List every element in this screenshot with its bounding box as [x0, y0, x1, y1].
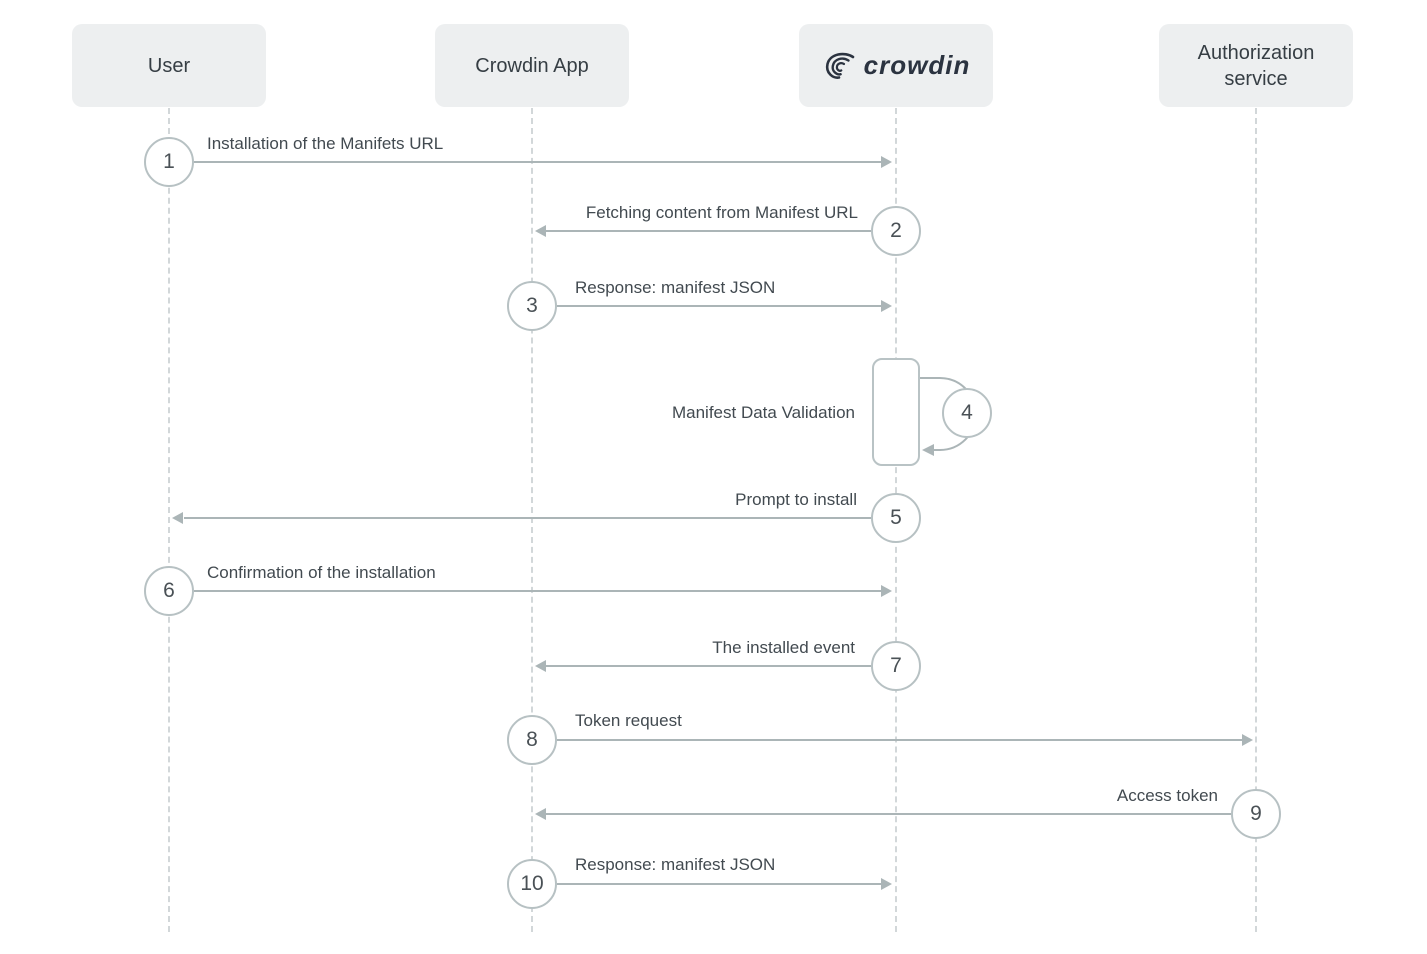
step-number: 10: [520, 872, 544, 895]
step-number: 7: [890, 654, 902, 677]
arrowhead-left-icon: [535, 225, 546, 237]
step-number: 8: [526, 728, 538, 751]
step-number: 3: [526, 294, 538, 317]
arrowhead-right-icon: [1242, 734, 1253, 746]
message-label: Token request: [575, 711, 682, 730]
step-number: 9: [1250, 802, 1262, 825]
actor-crowdin-app-label: Crowdin App: [475, 54, 589, 77]
step-number: 6: [163, 579, 175, 602]
step-circle-3: 3: [507, 281, 557, 331]
actor-auth-service-label: Authorization service: [1197, 41, 1315, 90]
message-label: Access token: [1116, 786, 1218, 805]
arrow-line: [184, 517, 871, 519]
arrow-line: [546, 813, 1231, 815]
lifeline-crowdin-app: [531, 108, 533, 932]
arrow-line: [194, 590, 881, 592]
arrow-line: [557, 305, 881, 307]
message-label: Response: manifest JSON: [575, 855, 776, 874]
step-number: 1: [163, 150, 175, 173]
step-circle-7: 7: [871, 641, 921, 691]
arrowhead-left-icon: [535, 808, 546, 820]
arrow-line: [194, 161, 881, 163]
arrowhead-right-icon: [881, 300, 892, 312]
step-circle-2: 2: [871, 206, 921, 256]
arrow-line: [557, 739, 1242, 741]
crowdin-logo: crowdin: [822, 50, 971, 81]
message-label: Confirmation of the installation: [207, 563, 436, 582]
message-label: Installation of the Manifets URL: [207, 134, 444, 153]
arrowhead-left-icon: [535, 660, 546, 672]
arrow-line: [557, 883, 881, 885]
step-circle-5: 5: [871, 493, 921, 543]
lifeline-auth-service: [1255, 108, 1257, 932]
message-label: Response: manifest JSON: [575, 278, 776, 297]
step-circle-6: 6: [144, 566, 194, 616]
step-number: 5: [890, 506, 902, 529]
arrowhead-right-icon: [881, 585, 892, 597]
step-circle-1: 1: [144, 137, 194, 187]
lifeline-user: [168, 108, 170, 932]
step-circle-9: 9: [1231, 789, 1281, 839]
arrowhead-right-icon: [881, 156, 892, 168]
step-number: 4: [961, 401, 973, 424]
actor-crowdin-app: Crowdin App: [435, 24, 629, 107]
arrow-line: [546, 230, 871, 232]
actor-user: User: [72, 24, 266, 107]
crowdin-logo-icon: [825, 52, 854, 79]
step-circle-4: 4: [942, 388, 992, 438]
message-label: Manifest Data Validation: [671, 403, 855, 422]
message-label: Fetching content from Manifest URL: [585, 203, 858, 222]
arrowhead-left-icon: [172, 512, 183, 524]
step-circle-8: 8: [507, 715, 557, 765]
step-circle-10: 10: [507, 859, 557, 909]
arrowhead-right-icon: [881, 878, 892, 890]
message-label: The installed event: [712, 638, 855, 657]
activation-box: [872, 358, 920, 466]
actor-crowdin: crowdin: [799, 24, 993, 107]
arrow-line: [546, 665, 871, 667]
actor-user-label: User: [147, 54, 191, 77]
crowdin-logo-text: crowdin: [863, 50, 971, 80]
message-label: Prompt to install: [735, 490, 857, 509]
step-number: 2: [890, 219, 902, 242]
actor-auth-service: Authorization service: [1159, 24, 1353, 107]
